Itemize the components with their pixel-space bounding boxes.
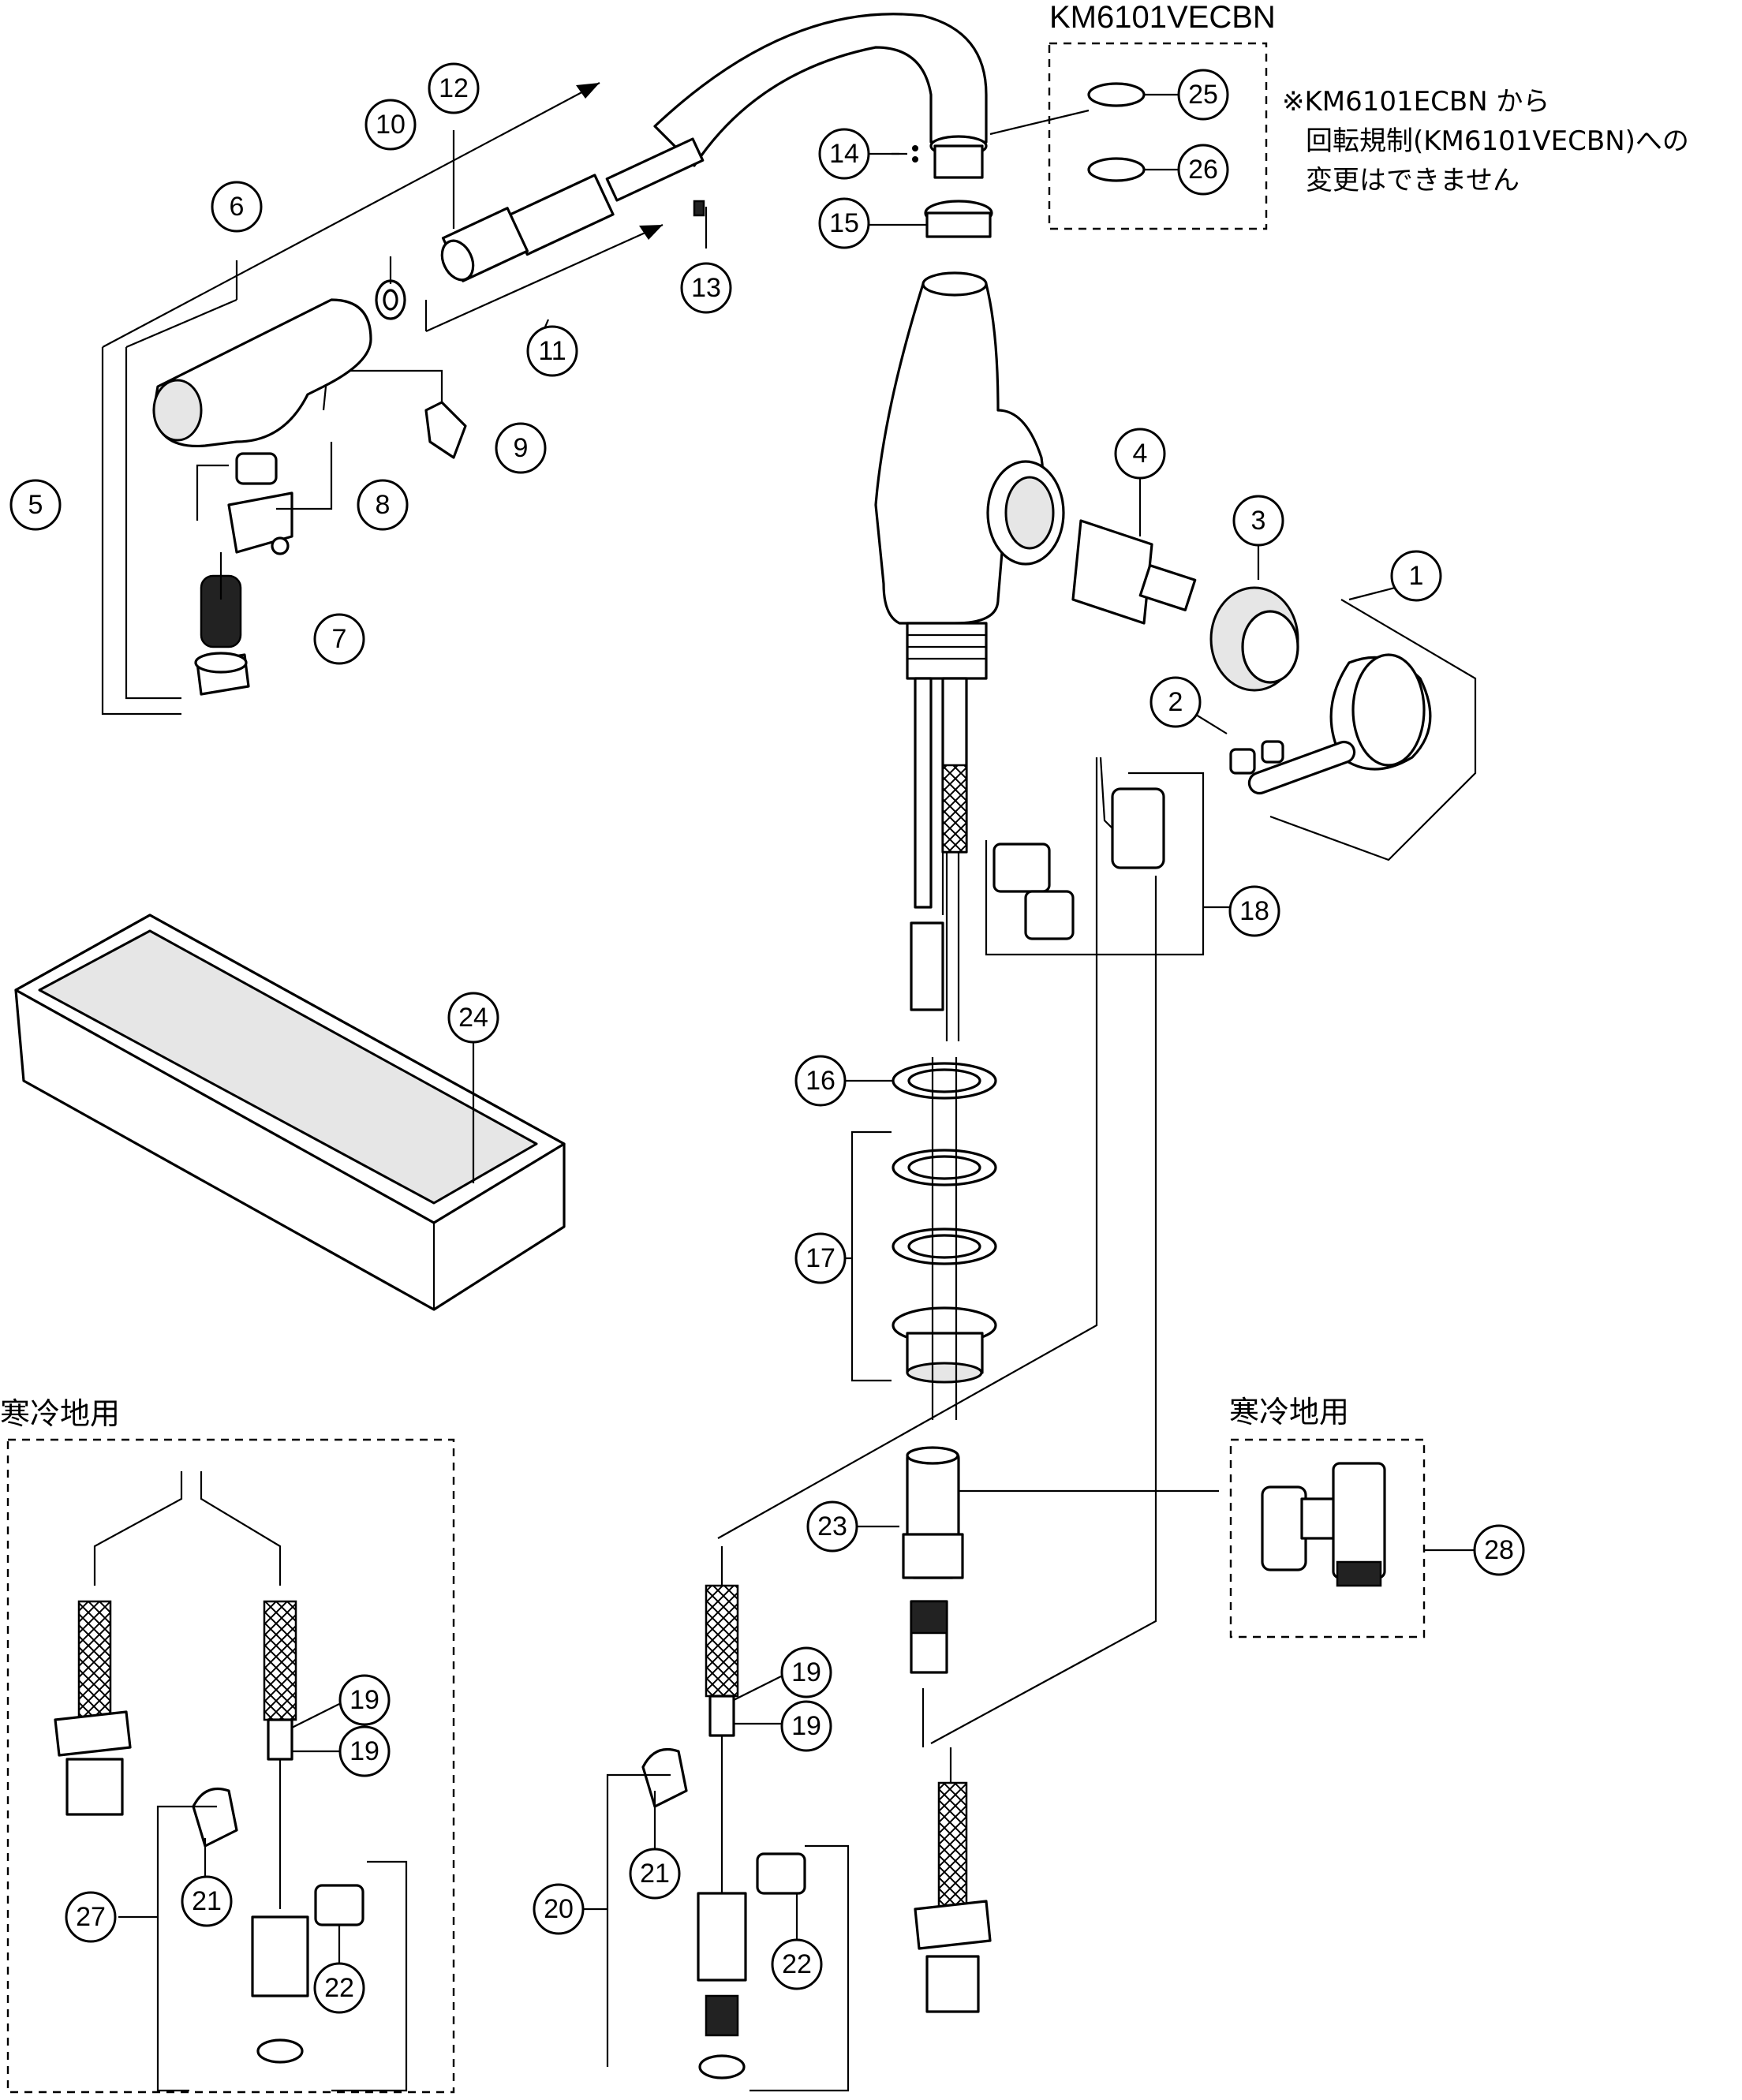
right-supply-hose	[914, 1781, 992, 2013]
svg-text:22: 22	[324, 1973, 354, 2003]
svg-text:4: 4	[1133, 439, 1148, 469]
svg-text:19: 19	[791, 1657, 821, 1687]
svg-text:25: 25	[1188, 80, 1218, 110]
callout-19c: 19	[780, 1646, 832, 1698]
svg-text:16: 16	[806, 1066, 835, 1096]
callout-21a: 21	[181, 1875, 233, 1927]
svg-text:15: 15	[829, 208, 859, 238]
callout-22b: 22	[771, 1938, 823, 1990]
callout-17: 17	[794, 1232, 847, 1284]
svg-text:19: 19	[350, 1736, 379, 1766]
callout-1: 1	[1390, 550, 1442, 602]
cold-region-box-left	[6, 1438, 455, 2094]
cold-region-box-right	[1229, 1438, 1475, 1639]
callout-8: 8	[357, 479, 409, 531]
note-line-3: 変更はできません	[1306, 165, 1520, 196]
callout-21b: 21	[629, 1848, 681, 1900]
callout-25: 25	[1177, 69, 1229, 121]
svg-text:19: 19	[791, 1711, 821, 1741]
callout-9: 9	[495, 422, 547, 474]
svg-text:1: 1	[1409, 561, 1424, 591]
callout-26: 26	[1177, 144, 1229, 196]
cold-region-label-left: 寒冷地用	[0, 1396, 120, 1431]
svg-text:11: 11	[538, 336, 566, 366]
spout-assembly	[101, 13, 1090, 716]
clamp-assembly	[717, 757, 1231, 1744]
svg-text:3: 3	[1251, 506, 1266, 536]
svg-text:7: 7	[332, 624, 347, 654]
svg-text:18: 18	[1239, 896, 1269, 926]
callout-5: 5	[9, 479, 62, 531]
callout-16: 16	[794, 1055, 847, 1107]
cartridge-handle-assembly	[1071, 469, 1477, 861]
callout-4: 4	[1114, 428, 1166, 480]
middle-supply-assembly	[584, 1546, 850, 2092]
svg-text:27: 27	[76, 1902, 106, 1932]
gasket-stack	[843, 1057, 997, 1420]
faucet-body-assembly	[874, 271, 1065, 1041]
callout-23: 23	[806, 1500, 858, 1553]
callout-11: 11	[526, 325, 578, 377]
svg-text:8: 8	[376, 490, 391, 520]
callout-10: 10	[364, 99, 417, 151]
svg-text:28: 28	[1484, 1535, 1514, 1565]
tray	[14, 914, 566, 1311]
shower-head-face	[152, 379, 203, 442]
svg-text:17: 17	[806, 1243, 835, 1273]
callout-14: 14	[818, 128, 870, 180]
callout-7: 7	[313, 613, 365, 665]
callout-13: 13	[680, 262, 732, 314]
callout-2: 2	[1149, 676, 1202, 728]
svg-text:23: 23	[817, 1511, 847, 1541]
svg-text:19: 19	[350, 1685, 379, 1715]
svg-text:21: 21	[192, 1886, 222, 1916]
callout-6: 6	[211, 181, 263, 233]
svg-text:2: 2	[1168, 687, 1183, 717]
callout-27: 27	[65, 1891, 117, 1943]
svg-text:6: 6	[230, 192, 245, 222]
callout-18: 18	[1228, 885, 1280, 937]
callout-12: 12	[428, 62, 480, 114]
svg-text:26: 26	[1188, 155, 1218, 185]
svg-text:10: 10	[376, 110, 406, 140]
callout-3: 3	[1232, 495, 1284, 547]
shower-head-body	[152, 298, 372, 448]
svg-text:22: 22	[782, 1949, 812, 1979]
model-variant-box	[1048, 42, 1268, 230]
faucet-body	[874, 282, 1044, 625]
callout-19b: 19	[338, 1725, 391, 1777]
svg-text:12: 12	[439, 73, 469, 103]
spout-arm	[653, 13, 988, 167]
svg-text:24: 24	[458, 1003, 488, 1033]
model-label: KM6101VECBN	[1049, 0, 1276, 35]
callout-19d: 19	[780, 1700, 832, 1752]
callout-22a: 22	[313, 1962, 365, 2014]
svg-text:5: 5	[28, 490, 43, 520]
callout-15: 15	[818, 197, 870, 249]
svg-text:20: 20	[544, 1894, 574, 1924]
svg-text:13: 13	[691, 273, 721, 303]
svg-text:9: 9	[514, 433, 529, 463]
callout-28: 28	[1473, 1524, 1525, 1576]
callout-19a: 19	[338, 1674, 391, 1726]
coupler-assembly	[852, 1446, 1219, 1783]
cold-region-label-right: 寒冷地用	[1229, 1395, 1349, 1429]
note-line-1: ※KM6101ECBN から	[1282, 86, 1549, 118]
callout-24: 24	[447, 992, 499, 1044]
callout-20: 20	[533, 1883, 585, 1935]
svg-text:14: 14	[829, 139, 859, 169]
note-line-2: 回転規制(KM6101VECBN)への	[1306, 125, 1689, 157]
svg-text:21: 21	[640, 1859, 670, 1889]
